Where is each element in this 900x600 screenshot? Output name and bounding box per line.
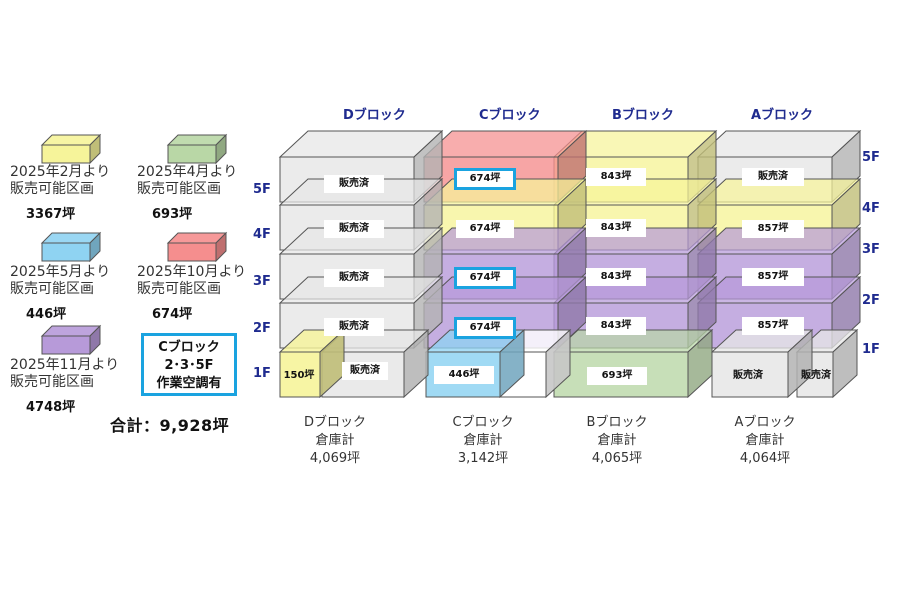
cell-a-3f: 857坪 — [742, 268, 804, 286]
header-block-c: Cブロック — [479, 108, 541, 123]
box-a-1f-a-side — [787, 328, 813, 399]
box-c-1f-empty-side — [545, 328, 571, 399]
cell-c-4f: 674坪 — [456, 220, 514, 238]
legend-oct-cube-side — [215, 231, 227, 263]
cell-b-2f: 843坪 — [586, 317, 646, 335]
cell-d-2f: 販売済 — [324, 318, 384, 336]
floor-label-right-5f: 5F — [862, 150, 880, 165]
legend-feb-cube-front — [41, 144, 91, 164]
cell-d-5f: 販売済 — [324, 175, 384, 193]
legend-feb-area: 3367坪 — [26, 207, 76, 222]
floor-label-left-3f: 3F — [253, 274, 271, 289]
cell-d-1f-a: 150坪 — [283, 370, 315, 381]
floor-label-left-2f: 2F — [253, 321, 271, 336]
legend-apr-cube-front — [167, 144, 217, 164]
legend-oct-cube-front — [167, 242, 217, 262]
legend-nov-text: 2025年11月より販売可能区画 — [10, 357, 120, 390]
floor-label-left-4f: 4F — [253, 227, 271, 242]
floor-label-right-4f: 4F — [862, 201, 880, 216]
legend-may-area: 446坪 — [26, 307, 67, 322]
cell-c-5f: 674坪 — [454, 168, 516, 190]
cell-a-1f-b: 販売済 — [801, 370, 831, 381]
cell-c-3f: 674坪 — [454, 267, 516, 289]
box-b-1f-side — [687, 328, 713, 399]
legend-apr-area: 693坪 — [152, 207, 193, 222]
legend-may-text: 2025年5月より販売可能区画 — [10, 264, 111, 297]
legend-feb-text: 2025年2月より販売可能区画 — [10, 164, 111, 197]
box-d-1f-b-side — [403, 328, 429, 399]
cell-d-3f: 販売済 — [324, 269, 384, 287]
box-a-1f-b-side — [832, 328, 858, 399]
legend-apr-cube-side — [215, 133, 227, 165]
floor-label-left-1f: 1F — [253, 366, 271, 381]
legend-nov-cube-front — [41, 335, 91, 355]
cell-a-1f-a: 販売済 — [733, 370, 763, 381]
legend-may-cube-side — [89, 231, 101, 263]
header-block-d: Dブロック — [343, 108, 406, 123]
box-c-1f-side — [499, 328, 525, 399]
floor-label-right-1f: 1F — [862, 342, 880, 357]
cell-c-1f: 446坪 — [434, 366, 494, 384]
header-block-a: Aブロック — [751, 108, 814, 123]
legend-oct-text: 2025年10月より販売可能区画 — [137, 264, 247, 297]
cell-b-1f: 693坪 — [587, 367, 647, 385]
cell-a-2f: 857坪 — [742, 317, 804, 335]
legend-oct-area: 674坪 — [152, 307, 193, 322]
floor-label-right-3f: 3F — [862, 242, 880, 257]
floor-label-left-5f: 5F — [253, 182, 271, 197]
cell-a-5f: 販売済 — [742, 168, 804, 186]
legend-apr-text: 2025年4月より販売可能区画 — [137, 164, 238, 197]
legend-nov-area: 4748坪 — [26, 400, 76, 415]
cell-d-4f: 販売済 — [324, 220, 384, 238]
legend-feb-cube-side — [89, 133, 101, 165]
cell-b-4f: 843坪 — [586, 219, 646, 237]
header-block-b: Bブロック — [612, 108, 674, 123]
legend-nov-cube-side — [89, 324, 101, 356]
cell-b-3f: 843坪 — [586, 268, 646, 286]
floor-label-right-2f: 2F — [862, 293, 880, 308]
cell-c-2f: 674坪 — [454, 317, 516, 339]
grand-total: 合計：9,928坪 — [110, 416, 230, 435]
legend-may-cube-front — [41, 242, 91, 262]
cell-b-5f: 843坪 — [586, 168, 646, 186]
cell-d-1f-b: 販売済 — [342, 362, 388, 380]
cell-a-4f: 857坪 — [742, 220, 804, 238]
